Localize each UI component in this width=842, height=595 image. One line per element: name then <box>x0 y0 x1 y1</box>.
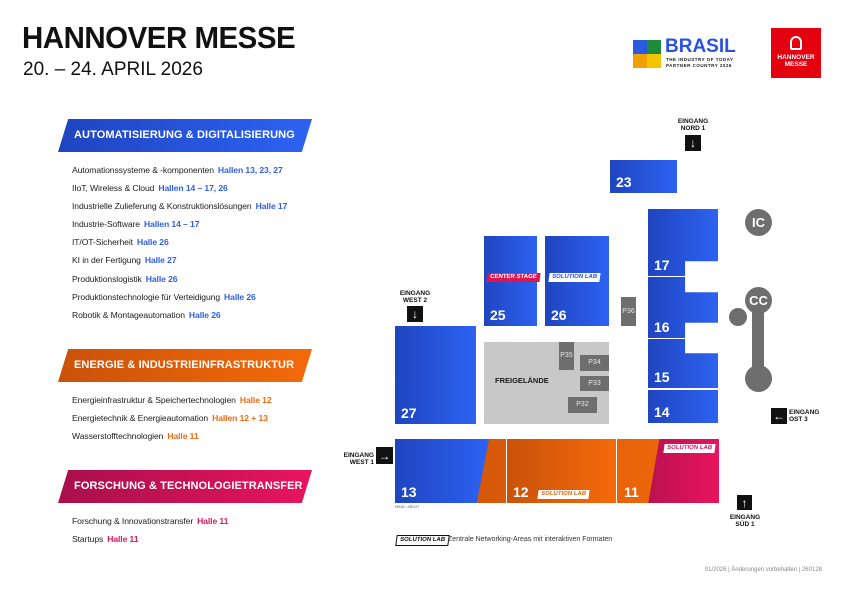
freigelaende-label: FREIGELÄNDE <box>495 376 549 385</box>
center-stage-tag: CENTER STAGE <box>486 273 541 282</box>
cc-connector <box>752 300 764 378</box>
partner-tagline-1: THE INDUSTRY OF TODAY <box>666 57 734 62</box>
section-banner-automatisierung: AUTOMATISIERUNG & DIGITALISIERUNG <box>58 119 312 152</box>
area-p33[interactable]: P33 <box>580 376 609 391</box>
hall-14[interactable]: 14 <box>648 390 718 423</box>
arrow-down-icon: ↓ <box>685 135 701 151</box>
solution-lab-tag: SOLUTION LAB <box>548 273 601 282</box>
cc-bottom-circle <box>745 365 772 392</box>
logo-mark-icon <box>790 36 802 50</box>
arrow-right-icon: → <box>376 447 393 464</box>
map-code: HM26 • 260127 <box>395 505 420 509</box>
hall-17[interactable]: 17 <box>648 209 718 276</box>
page-title: HANNOVER MESSE <box>22 20 296 55</box>
hall-16[interactable]: 16 <box>648 277 718 338</box>
ic-congress-center[interactable]: IC <box>745 209 772 236</box>
footer-note: 01/2026 | Änderungen vorbehalten | 26012… <box>704 567 822 573</box>
section-list-energie: Energieinfrastruktur & Speichertechnolog… <box>72 391 272 445</box>
partner-tagline-2: PARTNER COUNTRY 2026 <box>666 63 732 68</box>
bottom-halls: 13 12 SOLUTION LAB 11 SOLUTION LAB <box>395 439 719 503</box>
arrow-down-icon: ↓ <box>407 306 423 322</box>
area-p34[interactable]: P34 <box>580 355 609 371</box>
partner-country-logo: BRASIL THE INDUSTRY OF TODAY PARTNER COU… <box>633 36 748 70</box>
section-banner-forschung: FORSCHUNG & TECHNOLOGIETRANSFER <box>58 470 312 503</box>
solution-lab-tag: SOLUTION LAB <box>663 444 716 453</box>
legend-text: Zentrale Networking-Areas mit interaktiv… <box>448 536 613 543</box>
hall-27[interactable]: 27 <box>395 326 476 424</box>
partner-name: BRASIL <box>665 36 736 57</box>
partner-logo-emblem <box>633 40 661 68</box>
hall-13[interactable]: 13 <box>395 439 489 503</box>
hall-15[interactable]: 15 <box>648 339 718 388</box>
event-dates: 20. – 24. APRIL 2026 <box>23 59 203 80</box>
legend-solution-lab-tag: SOLUTION LAB <box>395 535 450 546</box>
area-p36[interactable]: P36 <box>621 297 636 326</box>
cc-convention-center[interactable]: CC <box>745 287 772 314</box>
area-p35[interactable]: P35 <box>559 342 574 370</box>
brand-line-1: HANNOVER <box>777 54 815 61</box>
brand-line-2: MESSE <box>784 61 808 68</box>
section-banner-energie: ENERGIE & INDUSTRIEINFRASTRUKTUR <box>58 349 312 382</box>
hall-26[interactable]: SOLUTION LAB 26 <box>545 236 609 326</box>
hall-11[interactable]: 11 SOLUTION LAB <box>618 439 719 503</box>
hall-25[interactable]: CENTER STAGE 25 <box>484 236 541 326</box>
area-p32[interactable]: P32 <box>568 397 597 413</box>
list-item: Industrielle Zulieferung & Konstruktions… <box>72 201 288 212</box>
hannover-messe-logo: HANNOVER MESSE <box>771 28 821 78</box>
arrow-up-icon: ↑ <box>737 495 752 510</box>
hall-23[interactable]: 23 <box>610 160 677 193</box>
hall-12[interactable]: 12 SOLUTION LAB <box>506 439 617 503</box>
cc-small-circle <box>729 308 747 326</box>
solution-lab-tag: SOLUTION LAB <box>537 490 590 499</box>
list-item: Energieinfrastruktur & Speichertechnolog… <box>72 395 272 405</box>
arrow-left-icon: ← <box>771 408 787 424</box>
